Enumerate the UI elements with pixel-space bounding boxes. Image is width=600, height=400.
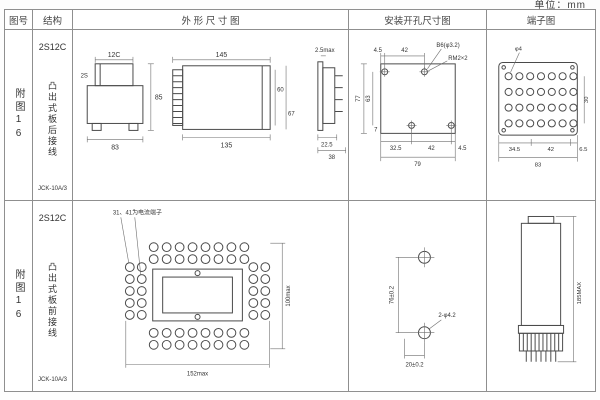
note-rm2x2: RM2×2: [448, 56, 467, 62]
dim-phi4: φ4: [515, 47, 523, 53]
dim-79: 79: [414, 162, 421, 168]
terminal-circles: [124, 242, 271, 350]
header-install: 安装开孔尺寸图: [349, 10, 487, 30]
dim-60: 60: [277, 88, 284, 94]
current-terminal-note: 31、41为电流端子: [113, 208, 162, 216]
install-geometry: [360, 48, 457, 162]
row1-structure-cell: 2S12C 凸出式板后接线 JCK-10A/3: [33, 30, 73, 201]
row2-structure-cell: 2S12C 凸出式板前接线 JCK-10A/3: [33, 201, 73, 391]
dim-34.5: 34.5: [509, 147, 521, 153]
dim-22.5: 22.5: [321, 142, 333, 148]
relay-body-geometry: [152, 268, 243, 322]
row1-install-cell: 4.5 42 B6(φ3.2) RM2×2 77 63 7 32.5 42 4.…: [349, 30, 487, 201]
dim-32.5: 32.5: [390, 146, 402, 152]
header-outline: 外 形 尺 寸 图: [73, 10, 349, 30]
dim-30: 30: [584, 96, 590, 103]
dim-67: 67: [288, 111, 295, 117]
note-2-phi4.2: 2-φ4.2: [438, 313, 455, 319]
dim-185max: 185MAX: [577, 282, 583, 305]
dim-42-top: 42: [401, 48, 408, 54]
row2-install-cell: 76±0.2 2-φ4.2 20±0.2: [349, 201, 487, 391]
row2-outline-cell: 31、41为电流端子: [73, 201, 349, 391]
dim-7: 7: [374, 127, 377, 133]
dim-4.5-top: 4.5: [374, 48, 383, 54]
row2-model: 2S12C: [38, 213, 67, 223]
dim-4.5-bottom: 4.5: [458, 146, 467, 152]
row1-model: 2S12C: [38, 42, 67, 52]
install-hole-drawing-front: 76±0.2 2-φ4.2 20±0.2: [390, 247, 456, 368]
dim-6.5: 6.5: [579, 147, 588, 153]
row2-figure-cell: 附图16: [5, 201, 33, 391]
row1-figure-cell: 附图16: [5, 30, 33, 201]
row1-structure-desc: 凸出式板后接线: [47, 80, 57, 158]
outline-drawing-front-wiring: 31、41为电流端子: [113, 208, 292, 378]
hole-geometry: [395, 247, 442, 359]
dim-2.5max: 2.5max: [315, 48, 335, 54]
dim-12c: 12C: [108, 52, 121, 59]
dim-2s: 2S: [81, 74, 88, 80]
dim-77: 77: [356, 95, 362, 102]
dim-42: 42: [548, 147, 555, 153]
dim-76: 76±0.2: [390, 286, 396, 304]
outline-drawing-rear-wiring: 12C 2S 83 85: [81, 48, 347, 161]
header-struct: 结构: [33, 10, 73, 30]
end-view-geometry: [317, 55, 347, 154]
row1-type-code: JCK-10A/3: [37, 186, 67, 192]
install-hole-drawing-rear: 4.5 42 B6(φ3.2) RM2×2 77 63 7 32.5 42 4.…: [356, 43, 468, 168]
dim-152max: 152max: [187, 372, 208, 378]
row1-terminal-cell: φ4 30 34.5 42 6.5 83: [487, 30, 595, 201]
dim-63: 63: [366, 95, 372, 102]
row2-figure-number: 附图16: [13, 269, 24, 323]
row2-type-code: JCK-10A/3: [37, 377, 67, 383]
row1-figure-number: 附图16: [13, 88, 24, 142]
header-terminal: 端子图: [487, 10, 595, 30]
terminal-panel-geometry: [498, 52, 578, 136]
dim-20: 20±0.2: [405, 362, 423, 368]
terminal-dim-lines: [498, 76, 585, 162]
row1-outline-cell: 12C 2S 83 85: [73, 30, 349, 201]
relay-profile-geometry: [517, 215, 577, 363]
terminal-drawing-front: 185MAX: [517, 215, 583, 363]
terminal-drawing-rear: φ4 30 34.5 42 6.5 83: [498, 47, 590, 169]
front-view-geometry: [86, 56, 154, 143]
dim-42-bottom: 42: [428, 146, 435, 152]
dim-135: 135: [221, 142, 233, 149]
row2-structure-desc: 凸出式板前接线: [47, 261, 57, 339]
note-leaders: [120, 217, 142, 276]
dim-83: 83: [111, 144, 119, 151]
terminal-circles: [504, 72, 578, 128]
outline-dim-lines: [125, 242, 286, 368]
dim-85: 85: [155, 95, 163, 102]
dim-100max: 100max: [286, 285, 292, 306]
side-view-geometry: [172, 56, 287, 141]
dim-38: 38: [328, 155, 335, 161]
unit-label: 单位：mm: [534, 0, 586, 11]
dim-83-terminal: 83: [535, 163, 542, 169]
spec-table: 图号 结构 外 形 尺 寸 图 安装开孔尺寸图 端子图 附图16 2S12C 凸…: [4, 9, 596, 392]
header-fig: 图号: [5, 10, 33, 30]
note-b6: B6(φ3.2): [436, 43, 459, 49]
row2-terminal-cell: 185MAX: [487, 201, 595, 391]
dim-145: 145: [216, 52, 228, 59]
